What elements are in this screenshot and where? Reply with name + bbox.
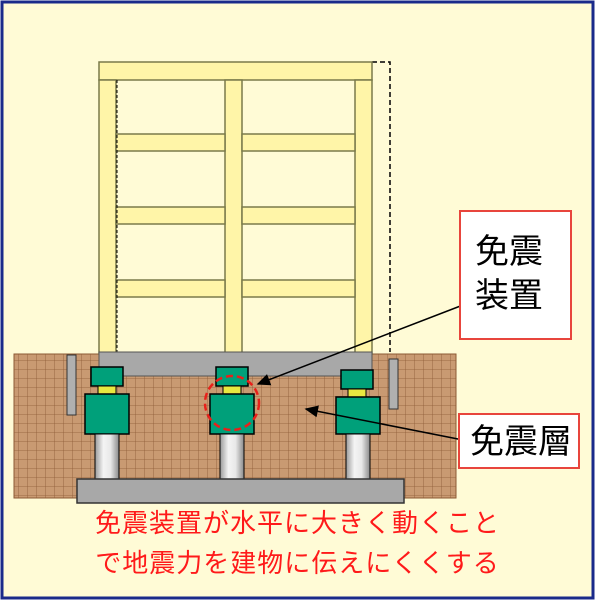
building-frame (98, 61, 373, 355)
floor-beam (115, 133, 226, 152)
foundation-slab (76, 478, 405, 504)
seismic-isolation-device-label: 免震 装置 (459, 210, 572, 340)
seismic-isolation-layer-label: 免震層 (458, 413, 580, 469)
center-column (224, 79, 243, 355)
device-label-line-1: 免震 (475, 232, 543, 272)
floor-beam (115, 206, 226, 225)
right-retaining-wall (388, 358, 399, 410)
caption-line-1: 免震装置が水平に大きく動くこと (94, 509, 500, 539)
layer-leader-arrow-icon (304, 405, 464, 441)
floor-beam (115, 279, 226, 298)
floor-beam (241, 279, 356, 298)
device-label-line-2: 装置 (475, 276, 543, 316)
floor-beam (241, 133, 356, 152)
right-column (354, 79, 373, 355)
displacement-outline (372, 61, 391, 352)
caption-line-2: で地震力を建物に伝えにくくする (95, 549, 500, 579)
left-retaining-wall (66, 354, 77, 416)
left-column (98, 79, 117, 355)
floor-beam (241, 206, 356, 225)
layer-label-text: 免震層 (470, 422, 572, 462)
dashed-circle-marker-icon (203, 374, 261, 432)
roof-beam (98, 61, 373, 81)
device-leader-arrow-icon (256, 304, 464, 386)
isolator-unit-left (84, 366, 130, 483)
